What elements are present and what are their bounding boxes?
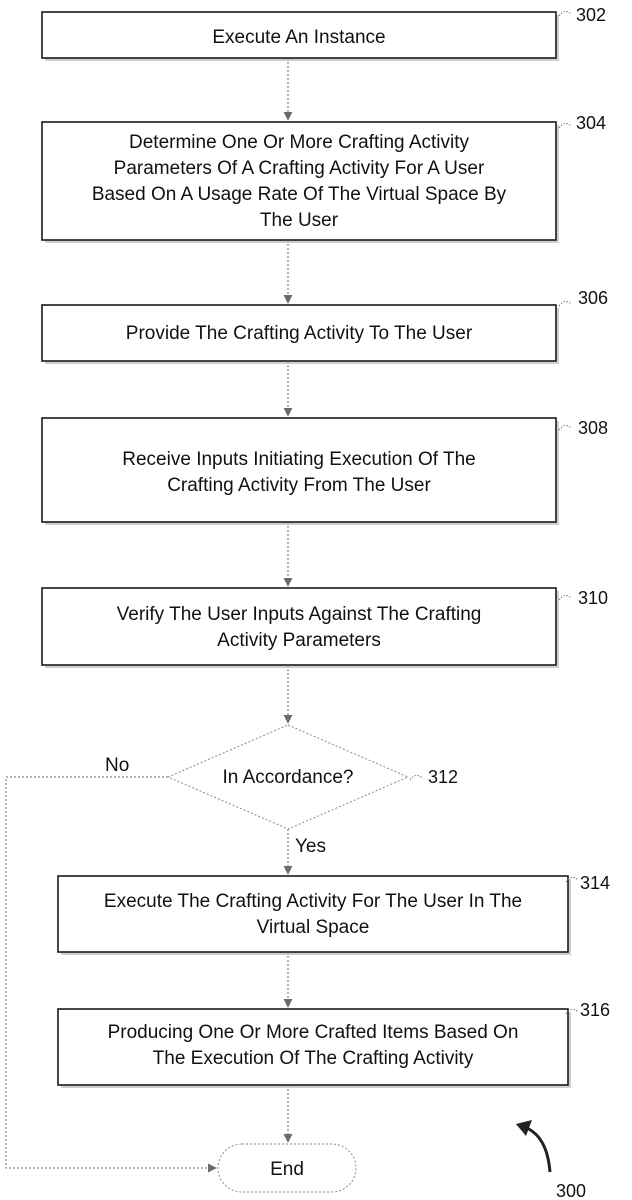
step-302-text: Execute An Instance — [212, 27, 385, 48]
step-304-determine-parameters: Determine One Or More Crafting Activity … — [42, 122, 559, 243]
step-314-line-1: Execute The Crafting Activity For The Us… — [104, 891, 522, 912]
yes-branch-label: Yes — [295, 836, 326, 857]
step-304-line-2: Parameters Of A Crafting Activity For A … — [114, 158, 485, 179]
step-306-text: Provide The Crafting Activity To The Use… — [126, 323, 473, 344]
step-316-produce-items: Producing One Or More Crafted Items Base… — [58, 1009, 571, 1088]
step-302-execute-instance: Execute An Instance — [42, 12, 559, 61]
end-text: End — [270, 1159, 304, 1180]
ref-304: 304 — [576, 113, 606, 133]
ref-312: 312 — [428, 767, 458, 787]
step-314-line-2: Virtual Space — [257, 917, 370, 938]
step-304-line-1: Determine One Or More Crafting Activity — [129, 132, 469, 153]
step-304-line-3: Based On A Usage Rate Of The Virtual Spa… — [92, 184, 507, 205]
step-308-line-2: Crafting Activity From The User — [167, 475, 431, 496]
step-308-receive-inputs: Receive Inputs Initiating Execution Of T… — [42, 418, 559, 525]
decision-312-in-accordance: In Accordance? — [168, 725, 408, 829]
step-304-line-4: The User — [260, 210, 339, 231]
figure-ref-300: 300 — [556, 1181, 586, 1200]
ref-308: 308 — [578, 418, 608, 438]
step-310-line-1: Verify The User Inputs Against The Craft… — [117, 604, 482, 625]
ref-310: 310 — [578, 588, 608, 608]
no-branch-label: No — [105, 755, 129, 776]
ref-302: 302 — [576, 5, 606, 25]
decision-312-text: In Accordance? — [223, 767, 354, 788]
step-310-line-2: Activity Parameters — [217, 630, 381, 651]
end-terminal: End — [218, 1144, 356, 1192]
ref-314: 314 — [580, 873, 610, 893]
step-306-provide-activity: Provide The Crafting Activity To The Use… — [42, 305, 559, 364]
step-308-line-1: Receive Inputs Initiating Execution Of T… — [122, 449, 475, 470]
ref-316: 316 — [580, 1000, 610, 1020]
step-310-verify-inputs: Verify The User Inputs Against The Craft… — [42, 588, 559, 668]
step-316-line-1: Producing One Or More Crafted Items Base… — [108, 1022, 519, 1043]
arrow-no-to-end — [6, 777, 216, 1168]
step-316-line-2: The Execution Of The Crafting Activity — [153, 1048, 474, 1069]
step-314-execute-crafting: Execute The Crafting Activity For The Us… — [58, 876, 571, 955]
ref-306: 306 — [578, 288, 608, 308]
